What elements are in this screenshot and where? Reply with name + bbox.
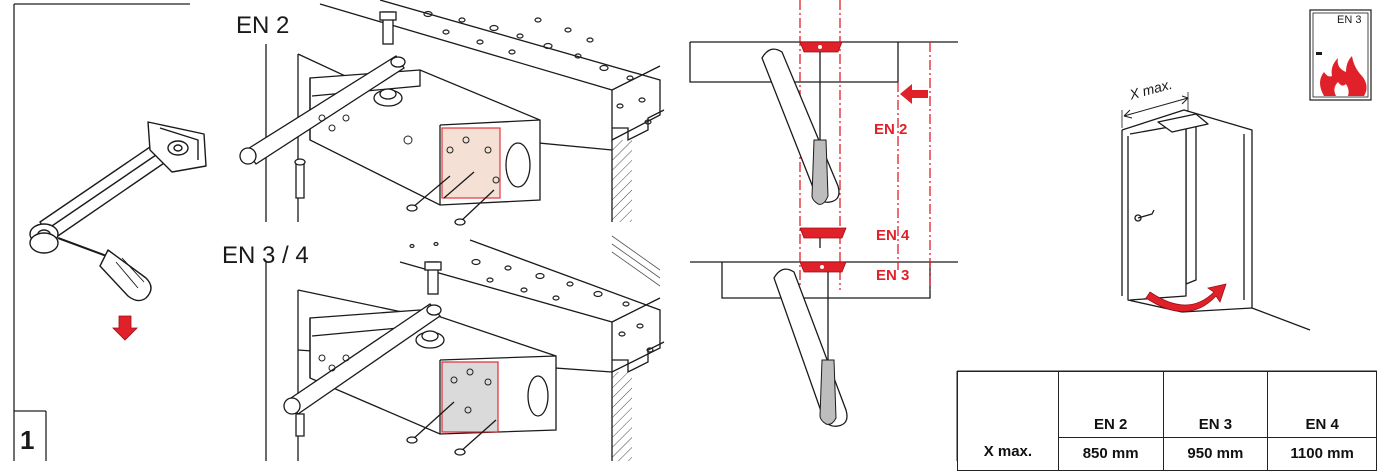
step-number: 1 [20, 425, 35, 455]
table-value-en4: 1100 mm [1267, 436, 1377, 471]
bottom-panel-title: EN 3 / 4 [222, 242, 309, 269]
fire-door-badge [1309, 9, 1372, 101]
swing-direction-arrow-icon [1145, 283, 1227, 312]
top-panel-title: EN 2 [236, 12, 290, 39]
concrete-texture-bottom [409, 241, 654, 353]
side-label-en4: EN 4 [876, 227, 910, 244]
side-label-en2: EN 2 [874, 121, 908, 138]
badge-label: EN 3 [1337, 14, 1362, 26]
door-width-spec-table: X max. EN 2 EN 3 EN 4 850 mm 950 mm 1100… [957, 371, 1377, 471]
installation-diagram: EN 2 EN 3 / 4 EN 2 EN 4 EN 3 X max. EN 3… [13, 0, 1377, 471]
table-row-header: X max. [957, 371, 1059, 471]
side-label-en3: EN 3 [876, 267, 910, 284]
table-header-row: X max. EN 2 EN 3 EN 4 [957, 371, 1377, 471]
concrete-texture-top [423, 10, 652, 125]
table-col-en4: EN 4 [1267, 371, 1377, 438]
outer-frame [13, 3, 190, 461]
table-value-en2: 850 mm [1057, 436, 1164, 471]
door-illustration [1121, 92, 1311, 331]
top-mounting-panel [239, 0, 665, 226]
rotate-down-arrow-icon [112, 315, 138, 341]
diagram-canvas [13, 0, 1377, 461]
side-view-diagram [689, 0, 958, 427]
mounting-holes-top [318, 114, 500, 184]
flame-icon [1320, 56, 1367, 96]
table-value-en3: 950 mm [1162, 436, 1269, 471]
mounting-holes-bottom [318, 354, 492, 414]
table-col-en3: EN 3 [1162, 371, 1269, 438]
table-col-en2: EN 2 [1057, 371, 1164, 438]
bottom-mounting-panel [265, 239, 665, 461]
wall-section-hatch [611, 235, 661, 287]
direction-arrow-icon [900, 84, 928, 104]
arm-adjustment-illustration [29, 121, 207, 302]
